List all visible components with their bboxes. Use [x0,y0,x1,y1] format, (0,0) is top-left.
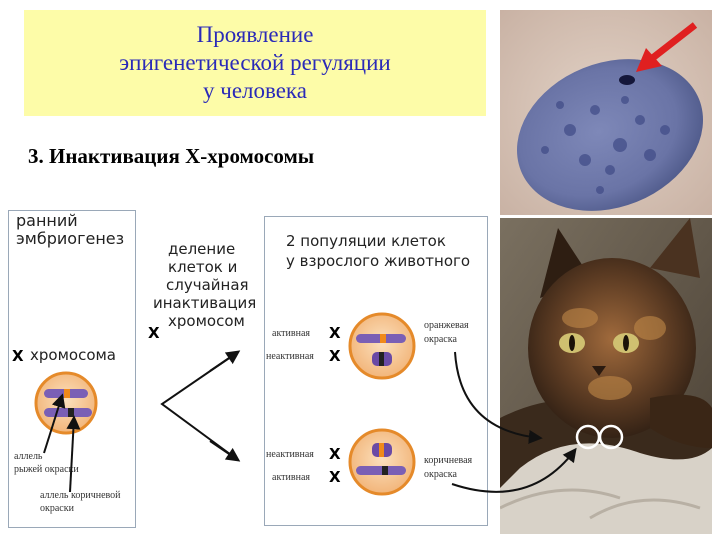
brown-label-line1: коричневая [424,455,473,466]
branch-arrow-up [209,350,241,372]
allele-brown-line2: окраски [40,503,74,514]
brown-label-line2: окраска [424,469,457,480]
allele-brown-line1: аллель коричневой [40,490,121,501]
cell1-bottom-label: неактивная [266,351,314,362]
orange-label-line2: окраска [424,334,457,345]
x-mark-left: Х [12,347,24,365]
stage-label-line2: эмбриогенез [16,229,125,248]
middle-line3: случайная [166,276,249,294]
title-box: Проявление эпигенетической регуляции у ч… [24,10,486,116]
tortoiseshell-cat-image [500,218,712,534]
allele-red-line1: аллель [14,451,43,462]
middle-line1: деление [168,240,236,258]
middle-line2: клеток и [168,258,238,276]
allele-red-line2: рыжей окраски [14,464,79,475]
middle-line4: инактивация [153,294,257,312]
middle-line5: хромосом [168,312,245,330]
cell2-top-label: неактивная [266,449,314,460]
adult-heading-line1: 2 популяции клеток [286,232,446,250]
cell2-bottom-x: Х [329,468,341,486]
title-line-2: эпигенетической регуляции [119,50,391,75]
red-arrow-icon [636,22,698,72]
branch-lines [160,351,239,461]
cell1-bottom-x: Х [329,347,341,365]
cell2-bottom-label: активная [272,472,310,483]
embryo-panel [8,210,136,528]
orange-label-line1: оранжевая [424,320,469,331]
branch-arrow-down [209,440,241,462]
cell1-top-label: активная [272,328,310,339]
title-line-3: у человека [203,78,307,103]
stage-label-line1: ранний [16,211,78,230]
adult-heading-line2: у взрослого животного [286,252,471,270]
cell2-top-x: Х [329,445,341,463]
subtitle: 3. Инактивация Х-хромосомы [28,144,315,168]
chromosome-label: хромосома [30,346,117,364]
cell1-top-x: Х [329,324,341,342]
title-line-1: Проявление [196,22,314,47]
x-mark-middle: Х [148,324,160,342]
cell-nucleus-image [500,10,712,215]
